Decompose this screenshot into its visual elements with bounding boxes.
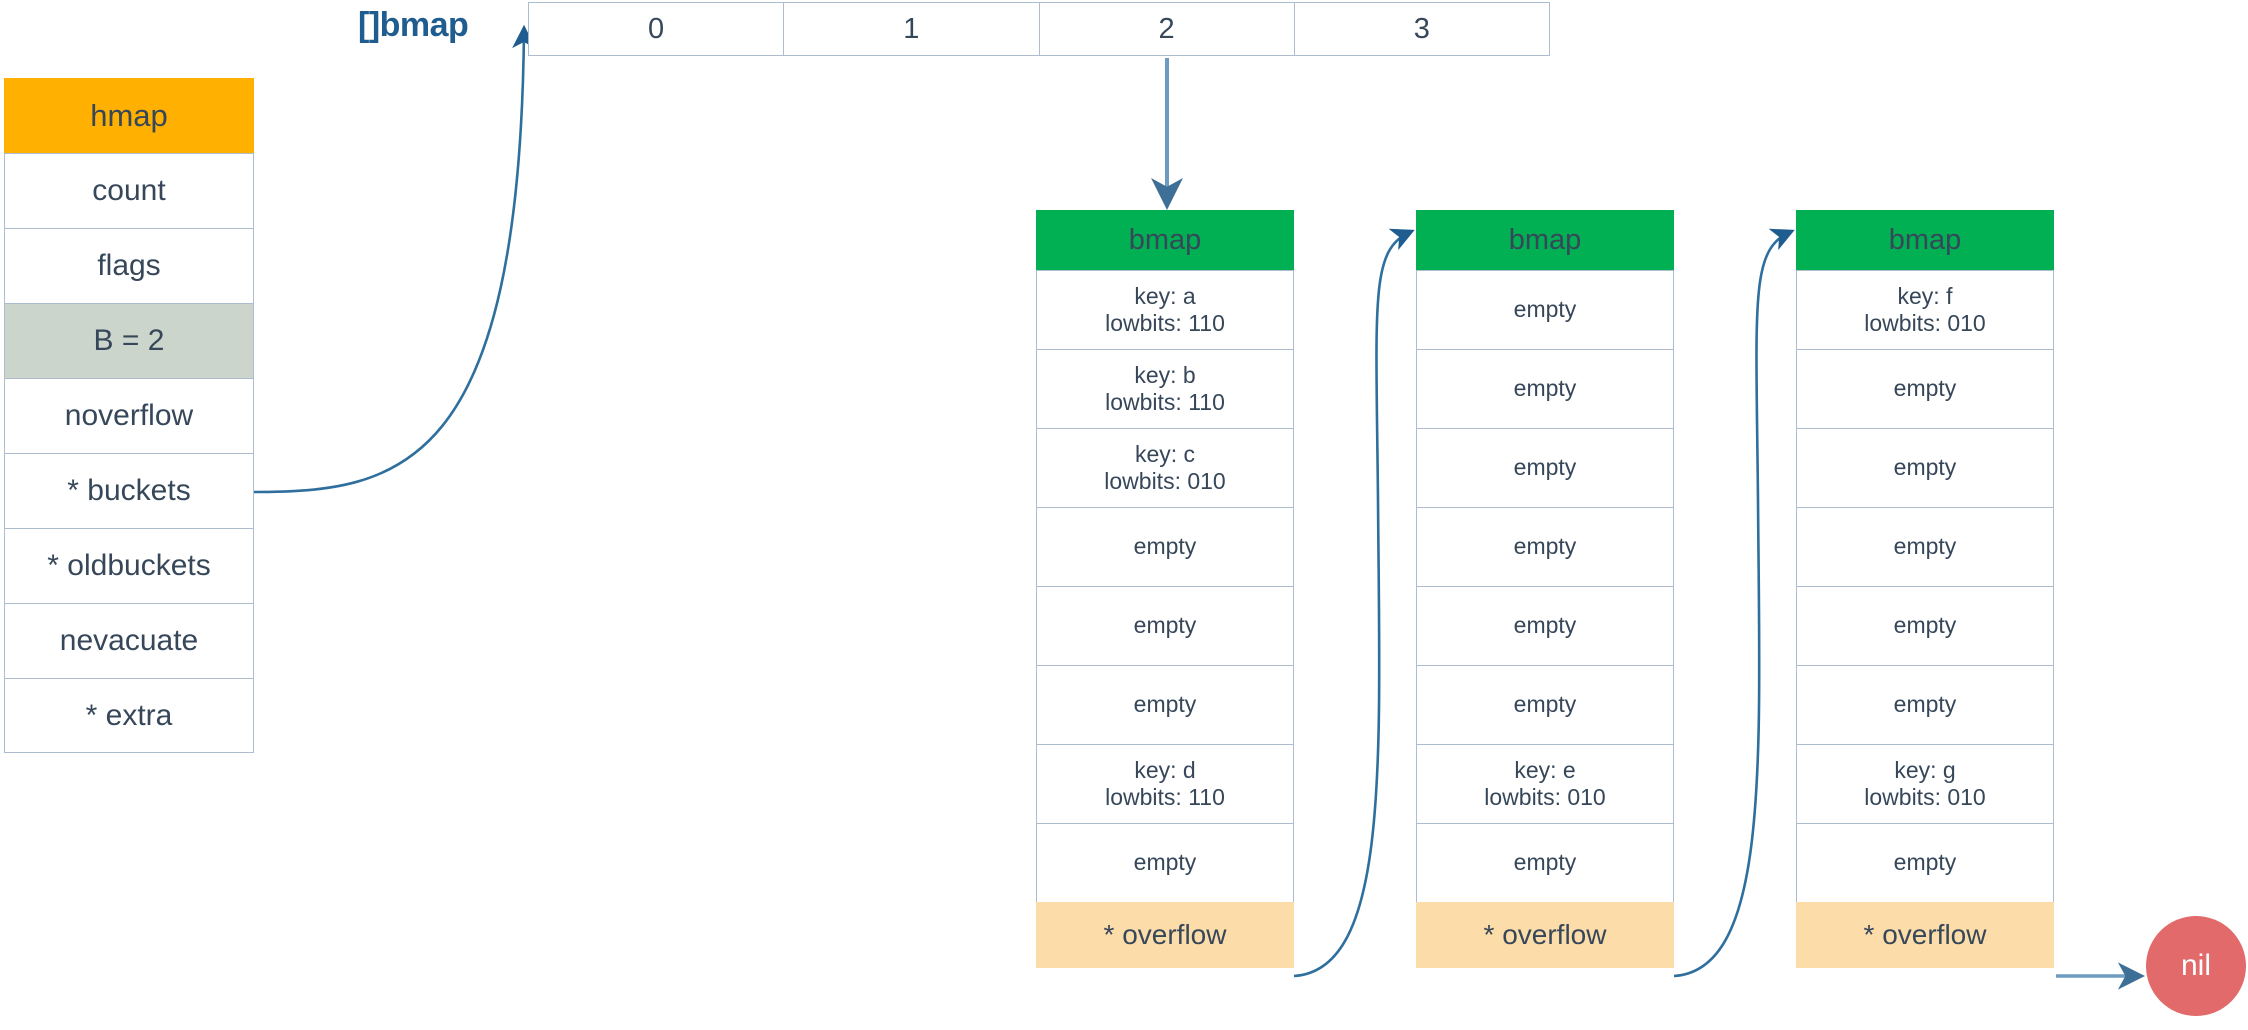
slot-line-1: key: g bbox=[1894, 756, 1956, 783]
bmap-bucket-2: bmap key: f lowbits: 010 empty empty emp… bbox=[1796, 210, 2054, 968]
slot-line-1: empty bbox=[1893, 612, 1957, 639]
bmap-slot[interactable]: key: c lowbits: 010 bbox=[1036, 428, 1294, 507]
slot-line-1: empty bbox=[1513, 533, 1577, 560]
bmap-slot[interactable]: empty bbox=[1036, 823, 1294, 902]
slot-line-2: lowbits: 110 bbox=[1105, 310, 1225, 336]
slot-line-2: lowbits: 010 bbox=[1864, 784, 1986, 810]
bmap-slot[interactable]: empty bbox=[1796, 507, 2054, 586]
slot-line-1: empty bbox=[1133, 533, 1197, 560]
hmap-field-noverflow[interactable]: noverflow bbox=[4, 378, 254, 453]
slot-line-1: empty bbox=[1893, 454, 1957, 481]
bucket-array-cell-3[interactable]: 3 bbox=[1293, 2, 1550, 56]
slot-line-1: empty bbox=[1893, 849, 1957, 876]
bmap-slot[interactable]: empty bbox=[1796, 349, 2054, 428]
nil-node: nil bbox=[2146, 916, 2246, 1016]
bmap-slot[interactable]: key: e lowbits: 010 bbox=[1416, 744, 1674, 823]
slot-line-1: empty bbox=[1513, 691, 1577, 718]
bmap-slot[interactable]: empty bbox=[1796, 823, 2054, 902]
slot-line-1: key: f bbox=[1897, 282, 1953, 309]
slot-line-2: lowbits: 010 bbox=[1104, 468, 1226, 494]
bmap-slot[interactable]: empty bbox=[1796, 586, 2054, 665]
arrow-overflow0-to-bmap1 bbox=[1293, 228, 1415, 978]
bucket-array-cell-0[interactable]: 0 bbox=[528, 2, 784, 56]
bmap-slot[interactable]: empty bbox=[1036, 586, 1294, 665]
bmap-overflow-pointer[interactable]: * overflow bbox=[1416, 902, 1674, 968]
bmap-slot[interactable]: key: a lowbits: 110 bbox=[1036, 270, 1294, 349]
bmap-slot[interactable]: empty bbox=[1416, 665, 1674, 744]
slot-line-1: key: a bbox=[1134, 282, 1196, 309]
slot-line-1: key: d bbox=[1134, 756, 1196, 783]
bmap-slot[interactable]: empty bbox=[1796, 665, 2054, 744]
slot-line-1: empty bbox=[1513, 849, 1577, 876]
slot-line-1: empty bbox=[1513, 375, 1577, 402]
slot-line-1: empty bbox=[1513, 612, 1577, 639]
bmap-overflow-pointer[interactable]: * overflow bbox=[1796, 902, 2054, 968]
bmap-slot[interactable]: empty bbox=[1416, 507, 1674, 586]
bmap-slot[interactable]: key: f lowbits: 010 bbox=[1796, 270, 2054, 349]
bmap-slot[interactable]: empty bbox=[1416, 428, 1674, 507]
bucket-array-cell-1[interactable]: 1 bbox=[783, 2, 1039, 56]
bmap-slot[interactable]: empty bbox=[1036, 665, 1294, 744]
slot-line-1: key: e bbox=[1514, 756, 1576, 783]
slot-line-1: empty bbox=[1133, 849, 1197, 876]
bmap-slot[interactable]: empty bbox=[1036, 507, 1294, 586]
hmap-header: hmap bbox=[4, 78, 254, 153]
slot-line-2: lowbits: 010 bbox=[1484, 784, 1606, 810]
bmap-bucket-1: bmap empty empty empty empty empty empty… bbox=[1416, 210, 1674, 968]
hmap-field-extra[interactable]: * extra bbox=[4, 678, 254, 753]
bmap-overflow-pointer[interactable]: * overflow bbox=[1036, 902, 1294, 968]
bmap-slot[interactable]: key: b lowbits: 110 bbox=[1036, 349, 1294, 428]
slot-line-1: empty bbox=[1893, 375, 1957, 402]
slot-line-1: empty bbox=[1513, 454, 1577, 481]
bmap-bucket-0: bmap key: a lowbits: 110 key: b lowbits:… bbox=[1036, 210, 1294, 968]
arrow-overflow1-to-bmap2 bbox=[1673, 228, 1795, 978]
hmap-field-flags[interactable]: flags bbox=[4, 228, 254, 303]
bucket-array-cell-2[interactable]: 2 bbox=[1038, 2, 1294, 56]
bucket-array-label: []bmap bbox=[358, 6, 469, 44]
bmap-header: bmap bbox=[1036, 210, 1294, 270]
slot-line-1: empty bbox=[1513, 296, 1577, 323]
hmap-field-b[interactable]: B = 2 bbox=[4, 303, 254, 378]
bmap-slot[interactable]: empty bbox=[1416, 270, 1674, 349]
hmap-field-buckets[interactable]: * buckets bbox=[4, 453, 254, 528]
slot-line-2: lowbits: 110 bbox=[1105, 784, 1225, 810]
bmap-slot[interactable]: empty bbox=[1416, 823, 1674, 902]
slot-line-2: lowbits: 010 bbox=[1864, 310, 1986, 336]
bmap-header: bmap bbox=[1796, 210, 2054, 270]
bmap-slot[interactable]: empty bbox=[1416, 349, 1674, 428]
slot-line-1: empty bbox=[1133, 691, 1197, 718]
arrow-buckets-to-array bbox=[253, 24, 536, 494]
slot-line-1: empty bbox=[1133, 612, 1197, 639]
bmap-slot[interactable]: empty bbox=[1796, 428, 2054, 507]
slot-line-1: empty bbox=[1893, 691, 1957, 718]
hmap-struct: hmap count flags B = 2 noverflow * bucke… bbox=[4, 78, 254, 753]
bmap-slot[interactable]: key: g lowbits: 010 bbox=[1796, 744, 2054, 823]
hmap-field-count[interactable]: count bbox=[4, 153, 254, 228]
slot-line-1: key: b bbox=[1134, 361, 1196, 388]
bmap-slot[interactable]: empty bbox=[1416, 586, 1674, 665]
slot-line-1: empty bbox=[1893, 533, 1957, 560]
hmap-field-oldbuckets[interactable]: * oldbuckets bbox=[4, 528, 254, 603]
hmap-field-nevacuate[interactable]: nevacuate bbox=[4, 603, 254, 678]
bucket-array: 0 1 2 3 bbox=[528, 2, 1550, 56]
bmap-slot[interactable]: key: d lowbits: 110 bbox=[1036, 744, 1294, 823]
bmap-header: bmap bbox=[1416, 210, 1674, 270]
slot-line-1: key: c bbox=[1134, 440, 1196, 467]
slot-line-2: lowbits: 110 bbox=[1105, 389, 1225, 415]
